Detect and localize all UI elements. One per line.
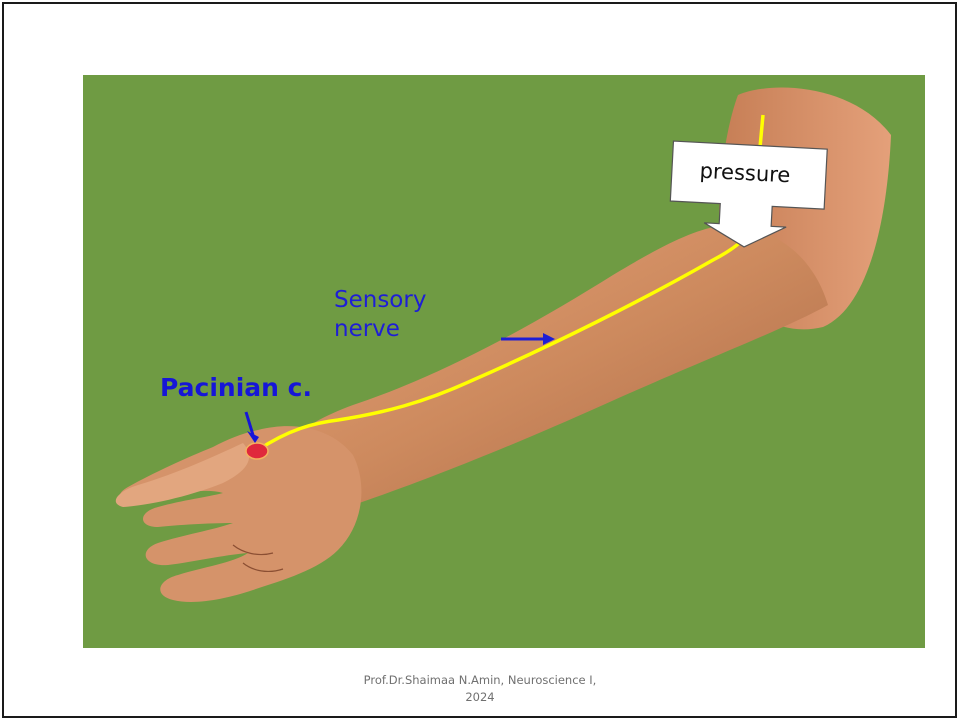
arm-drawing — [83, 75, 925, 648]
pacinian-label: Pacinian c. — [160, 373, 312, 402]
arm-illustration: Sensory nerve Pacinian c. pressure — [83, 75, 925, 648]
slide-footer: Prof.Dr.Shaimaa N.Amin, Neuroscience I, … — [330, 672, 630, 706]
pacinian-corpuscle — [246, 443, 268, 459]
sensory-nerve-label: Sensory nerve — [334, 286, 426, 344]
pacinian-arrow — [246, 412, 253, 435]
